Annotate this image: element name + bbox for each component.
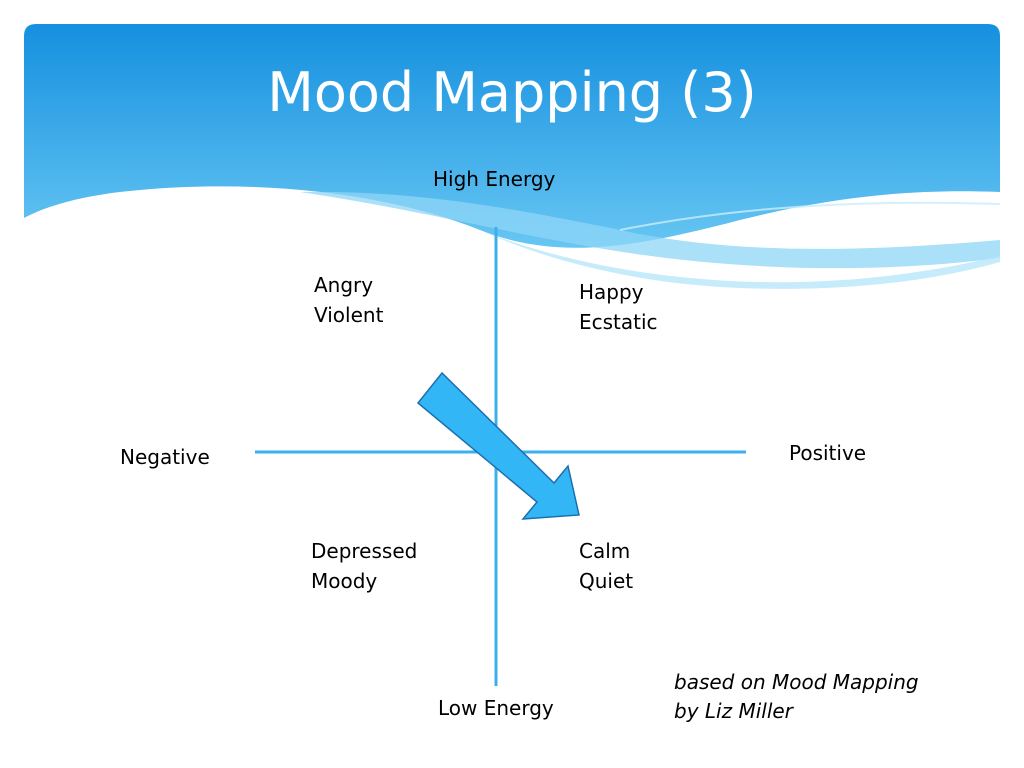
quadrant-bottom-left: Depressed Moody [311, 536, 417, 596]
quadrant-word: Calm [579, 539, 631, 563]
attribution-note: based on Mood Mapping by Liz Miller [674, 668, 919, 726]
title-banner [24, 24, 1001, 289]
quadrant-word: Depressed [311, 539, 418, 563]
axis-label-negative: Negative [120, 445, 210, 469]
axis-label-low-energy: Low Energy [438, 696, 554, 720]
quadrant-word: Happy [579, 280, 644, 304]
mood-shift-arrow [416, 371, 580, 520]
quadrant-word: Ecstatic [579, 310, 658, 334]
quadrant-top-right: Happy Ecstatic [579, 277, 658, 337]
axis-label-positive: Positive [789, 441, 867, 465]
quadrant-word: Angry [314, 273, 374, 297]
quadrant-top-left: Angry Violent [314, 270, 383, 330]
quadrant-word: Violent [314, 303, 384, 327]
quadrant-bottom-right: Calm Quiet [579, 536, 633, 596]
quadrant-word: Quiet [579, 569, 634, 593]
quadrant-word: Moody [311, 569, 378, 593]
slide-title: Mood Mapping (3) [267, 61, 757, 124]
attribution-line: by Liz Miller [674, 699, 793, 723]
attribution-line: based on Mood Mapping [674, 670, 919, 694]
axis-label-high-energy: High Energy [433, 167, 556, 191]
